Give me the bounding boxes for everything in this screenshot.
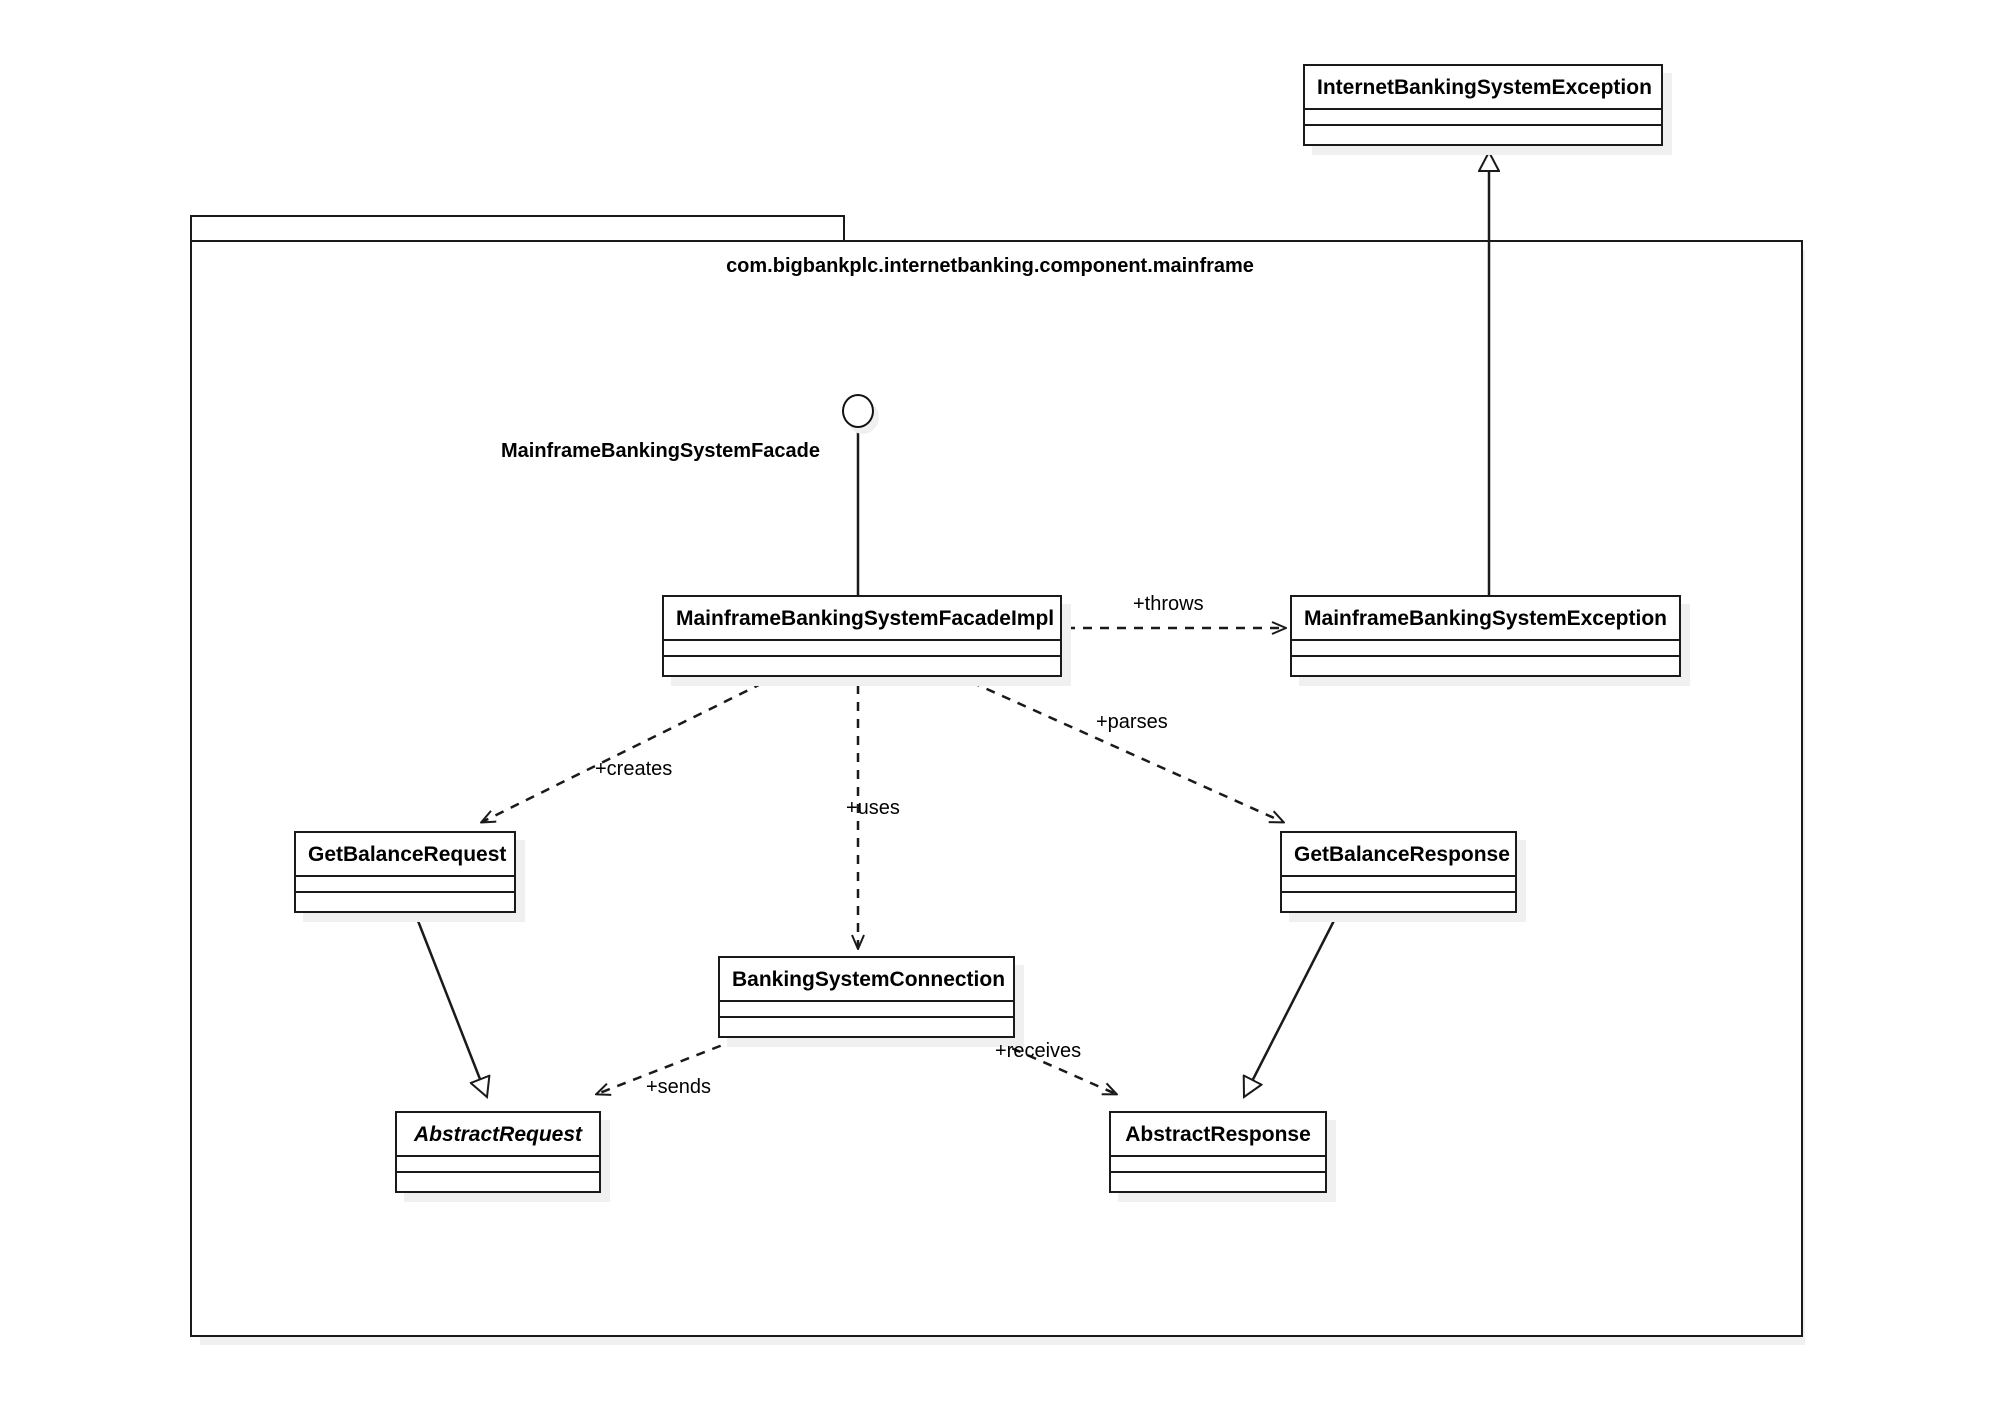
edge-label-uses: +uses [846, 797, 900, 819]
class-attributes-compartment [664, 641, 1060, 657]
edge-label-sends: +sends [646, 1076, 712, 1098]
class-name-label: AbstractResponse [1111, 1113, 1325, 1157]
class-operations-compartment [296, 893, 514, 909]
class-name-label: MainframeBankingSystemFacadeImpl [664, 597, 1060, 641]
class-abstract-request[interactable]: AbstractRequest [395, 1111, 601, 1193]
edge-label-creates: +creates [595, 758, 673, 780]
class-attributes-compartment [1305, 110, 1661, 126]
class-operations-compartment [664, 657, 1060, 673]
class-attributes-compartment [720, 1002, 1013, 1018]
class-mainframe-banking-system-facade-impl[interactable]: MainframeBankingSystemFacadeImpl [662, 595, 1062, 677]
class-operations-compartment [1292, 657, 1679, 673]
class-attributes-compartment [1292, 641, 1679, 657]
package-title: com.bigbankplc.internetbanking.component… [726, 255, 1254, 277]
class-attributes-compartment [397, 1157, 599, 1173]
class-attributes-compartment [1282, 877, 1515, 893]
class-name-label: AbstractRequest [397, 1113, 599, 1157]
class-mainframe-banking-system-exception[interactable]: MainframeBankingSystemException [1290, 595, 1681, 677]
interface-label: MainframeBankingSystemFacade [500, 440, 820, 462]
class-name-label: MainframeBankingSystemException [1292, 597, 1679, 641]
class-name-label: GetBalanceRequest [296, 833, 514, 877]
class-operations-compartment [397, 1173, 599, 1189]
class-name-label: InternetBankingSystemException [1305, 66, 1661, 110]
class-attributes-compartment [296, 877, 514, 893]
class-banking-system-connection[interactable]: BankingSystemConnection [718, 956, 1015, 1038]
edge-label-receives: +receives [995, 1040, 1082, 1062]
class-operations-compartment [1305, 126, 1661, 142]
edge-label-throws: +throws [1133, 593, 1204, 615]
class-get-balance-response[interactable]: GetBalanceResponse [1280, 831, 1517, 913]
class-name-label: BankingSystemConnection [720, 958, 1013, 1002]
class-get-balance-request[interactable]: GetBalanceRequest [294, 831, 516, 913]
class-internet-banking-system-exception[interactable]: InternetBankingSystemException [1303, 64, 1663, 146]
class-operations-compartment [1282, 893, 1515, 909]
edge-label-parses: +parses [1096, 711, 1168, 733]
class-operations-compartment [1111, 1173, 1325, 1189]
class-attributes-compartment [1111, 1157, 1325, 1173]
interface-ball-icon [842, 394, 874, 428]
class-operations-compartment [720, 1018, 1013, 1034]
class-abstract-response[interactable]: AbstractResponse [1109, 1111, 1327, 1193]
class-name-label: GetBalanceResponse [1282, 833, 1515, 877]
